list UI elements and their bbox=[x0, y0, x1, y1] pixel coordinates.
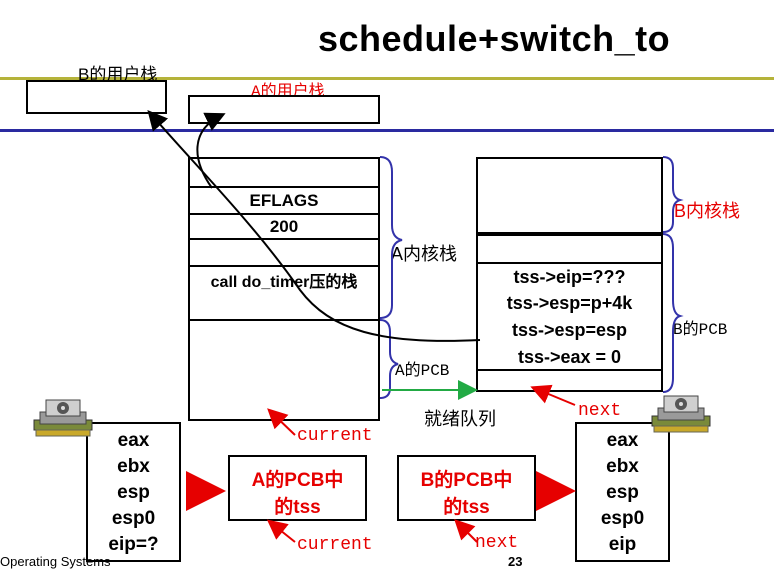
b-pcb-top-rule bbox=[476, 232, 663, 234]
a-pcb-brace bbox=[379, 319, 399, 399]
tss-a-box: A的PCB中 的tss bbox=[228, 455, 367, 521]
current-label-1: current bbox=[297, 426, 373, 446]
cpu-right-reg-ebx: ebx bbox=[606, 456, 639, 477]
tss-a-line-2: 的tss bbox=[274, 497, 321, 518]
cpu-left-reg-ebx: ebx bbox=[117, 456, 150, 477]
cpu-chip-icon-right bbox=[651, 395, 711, 433]
b-pcb-label: B的PCB bbox=[673, 321, 728, 339]
cpu-right-reg-eip: eip bbox=[608, 534, 637, 555]
tss-b-line-1: B的PCB中 bbox=[420, 470, 513, 491]
a-stack-cell-200: 200 bbox=[190, 213, 378, 238]
next-pointer-1 bbox=[530, 384, 576, 406]
page-title: schedule+switch_to bbox=[318, 18, 671, 59]
cpu-left-reg-eip: eip=? bbox=[108, 534, 159, 555]
cpu-left-reg-esp0: esp0 bbox=[111, 508, 156, 529]
b-kernel-stack-label: B内核栈 bbox=[674, 201, 741, 221]
b-pcb-text-top-rule bbox=[476, 262, 663, 264]
user-kernel-divider bbox=[0, 129, 774, 132]
b-user-stack-label: B的用户栈 bbox=[78, 65, 158, 84]
b-pcb-bottom bbox=[478, 369, 661, 371]
cpu-left-reg-list: eax ebx esp esp0 eip=? bbox=[88, 428, 179, 558]
current-pointer-1 bbox=[267, 408, 296, 436]
a-kernel-stack-brace bbox=[379, 156, 403, 319]
next-label-1: next bbox=[578, 401, 622, 421]
a-stack-to-user-arrow bbox=[196, 112, 226, 189]
tss-b-box: B的PCB中 的tss bbox=[397, 455, 536, 521]
a-kernel-stack: EFLAGS 200 call do_timer压的栈 bbox=[188, 157, 380, 421]
b-kernel-stack-brace bbox=[662, 156, 684, 233]
title-underline bbox=[0, 77, 774, 80]
b-pcb-brace bbox=[662, 233, 684, 393]
cpu-left-registers: eax ebx esp esp0 eip=? bbox=[86, 422, 181, 562]
b-pcb-line-2: tss->esp=p+4k bbox=[506, 293, 633, 313]
a-stack-cell-empty bbox=[190, 238, 378, 265]
b-pcb-line-3: tss->esp=esp bbox=[511, 320, 628, 340]
next-label-2: next bbox=[475, 533, 519, 553]
cpu-left-reg-esp: esp bbox=[117, 482, 150, 503]
tss-a-line-1: A的PCB中 bbox=[251, 470, 344, 491]
b-pcb-line-1: tss->eip=??? bbox=[513, 267, 626, 287]
current-pointer-2 bbox=[266, 519, 296, 543]
cpu-chip-icon-left bbox=[33, 399, 93, 437]
next-pointer-2 bbox=[454, 519, 478, 543]
a-stack-cell-eflags: EFLAGS bbox=[190, 186, 378, 213]
cpu-right-reg-eax: eax bbox=[606, 430, 639, 451]
current-label-2: current bbox=[297, 535, 373, 555]
cpu-right-reg-esp: esp bbox=[606, 482, 639, 503]
tss-b-line-2: 的tss bbox=[443, 497, 490, 518]
b-user-stack bbox=[26, 80, 167, 114]
b-pcb-line-4: tss->eax = 0 bbox=[517, 347, 622, 367]
cpu-left-reg-eax: eax bbox=[117, 430, 150, 451]
b-pcb-area bbox=[478, 234, 661, 236]
b-kernel-stack: tss->eip=??? tss->esp=p+4k tss->esp=esp … bbox=[476, 157, 663, 392]
cpu-right-reg-esp0: esp0 bbox=[600, 508, 645, 529]
a-stack-cell-blank bbox=[190, 319, 378, 343]
a-stack-cell-do-timer: call do_timer压的栈 bbox=[190, 265, 378, 298]
cpu-right-registers: eax ebx esp esp0 eip bbox=[575, 422, 670, 562]
a-kernel-stack-label: A内核栈 bbox=[391, 244, 458, 264]
cpu-right-reg-list: eax ebx esp esp0 eip bbox=[577, 428, 668, 558]
ready-queue-label: 就绪队列 bbox=[424, 409, 496, 429]
b-pcb-to-user-stack-arrow bbox=[147, 109, 481, 342]
a-pcb-label: A的PCB bbox=[395, 362, 450, 380]
